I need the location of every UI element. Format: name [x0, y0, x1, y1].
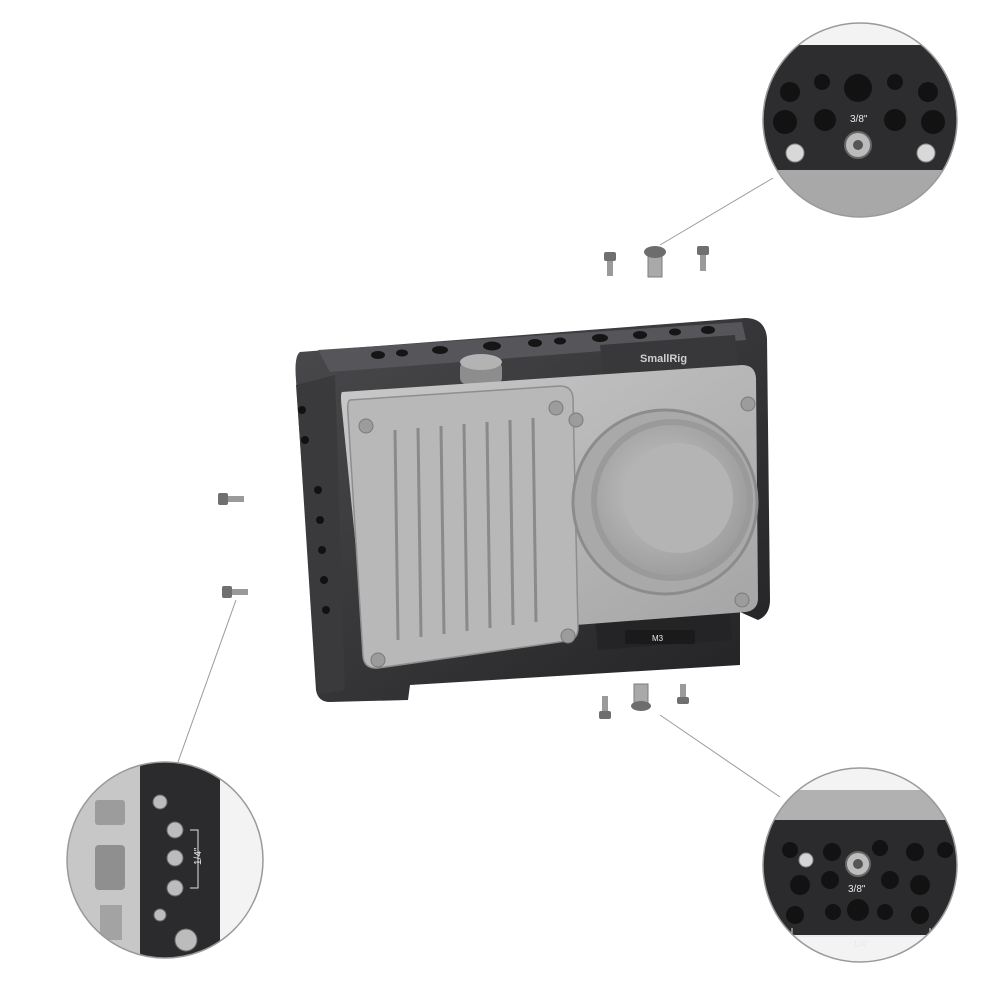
callout-left-detail: 1/4"	[66, 761, 264, 959]
small-screw-icon	[218, 493, 244, 505]
lens-mount	[568, 396, 759, 608]
top-screws	[604, 246, 709, 278]
bottom-large-thread-label: 3/8"	[848, 884, 866, 895]
top-rail-holes	[371, 326, 715, 359]
bottom-screws	[599, 683, 689, 719]
small-screw-icon	[697, 246, 709, 271]
panel-screws	[358, 400, 576, 668]
thumb-screw-knob	[460, 354, 502, 384]
callout-top-detail: 3/8"	[762, 22, 958, 218]
leader-lines	[177, 177, 781, 798]
m3-label: M3	[652, 634, 664, 643]
cooling-fins	[393, 417, 538, 641]
left-side-holes	[298, 406, 330, 614]
left-thread-label: 1/4"	[193, 847, 204, 865]
thumb-screw-icon	[631, 683, 651, 711]
bottom-spacing-label: 1/4"	[853, 939, 869, 949]
small-screw-icon	[604, 252, 616, 276]
thumb-screw-icon	[644, 246, 666, 278]
small-screw-icon	[222, 586, 248, 598]
cinema-camera	[341, 365, 759, 669]
callout-bottom-detail: 3/8" 1/4"	[762, 767, 958, 963]
top-thread-label: 3/8"	[850, 114, 868, 125]
small-screw-icon	[599, 696, 611, 719]
small-screw-icon	[677, 684, 689, 704]
side-screws	[218, 493, 248, 598]
brand-logo: SmallRig	[640, 353, 687, 365]
